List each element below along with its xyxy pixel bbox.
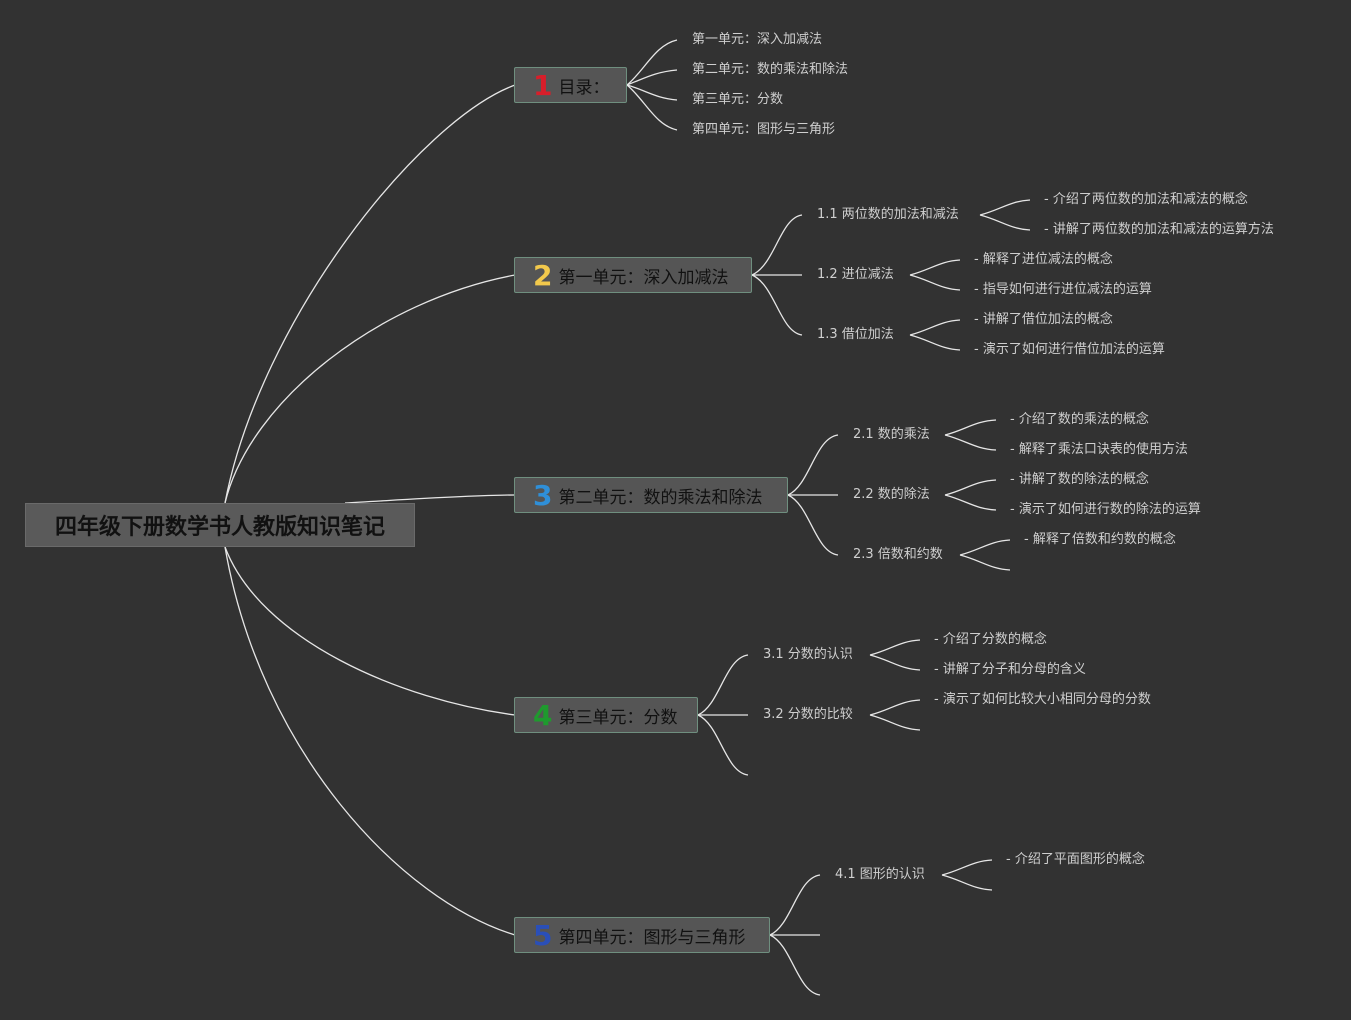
leaf-note[interactable]: - 指导如何进行进位减法的运算	[974, 282, 1152, 297]
subtopic[interactable]: 3.1 分数的认识	[763, 647, 853, 662]
root-title: 四年级下册数学书人教版知识笔记	[54, 515, 385, 540]
branch-number: 5	[533, 918, 553, 952]
branch-number: 2	[533, 258, 553, 292]
subtopic[interactable]: 2.3 倍数和约数	[853, 547, 943, 562]
branch-unit-2[interactable]: 3 第二单元：数的乘法和除法	[514, 477, 788, 513]
branch-label: 第四单元：图形与三角形	[558, 927, 746, 948]
leaf-note[interactable]: - 解释了倍数和约数的概念	[1024, 532, 1176, 547]
branch-toc[interactable]: 1 目录：	[514, 67, 627, 103]
leaf-note[interactable]: - 介绍了分数的概念	[934, 632, 1047, 647]
branch-unit-4[interactable]: 5 第四单元：图形与三角形	[514, 917, 770, 953]
branch-unit-1[interactable]: 2 第一单元：深入加减法	[514, 257, 752, 293]
branch-number: 4	[533, 698, 553, 732]
leaf-note[interactable]: - 演示了如何比较大小相同分母的分数	[934, 692, 1151, 707]
leaf-note[interactable]: - 演示了如何进行借位加法的运算	[974, 342, 1165, 357]
leaf-note[interactable]: - 讲解了两位数的加法和减法的运算方法	[1044, 222, 1274, 237]
subtopic[interactable]: 2.1 数的乘法	[853, 427, 930, 442]
leaf-note[interactable]: - 介绍了数的乘法的概念	[1010, 412, 1149, 427]
subtopic[interactable]: 3.2 分数的比较	[763, 707, 853, 722]
root-topic[interactable]: 四年级下册数学书人教版知识笔记	[25, 503, 415, 547]
leaf-note[interactable]: - 讲解了借位加法的概念	[974, 312, 1113, 327]
subtopic[interactable]: 4.1 图形的认识	[835, 867, 925, 882]
toc-item[interactable]: 第一单元：深入加减法	[692, 32, 823, 47]
leaf-note[interactable]: - 讲解了数的除法的概念	[1010, 472, 1149, 487]
leaf-note[interactable]: - 演示了如何进行数的除法的运算	[1010, 502, 1201, 517]
leaf-note[interactable]: - 讲解了分子和分母的含义	[934, 662, 1086, 677]
leaf-note[interactable]: - 解释了乘法口诀表的使用方法	[1010, 442, 1188, 457]
subtopic[interactable]: 2.2 数的除法	[853, 487, 930, 502]
toc-item[interactable]: 第三单元：分数	[692, 92, 784, 107]
branch-unit-3[interactable]: 4 第三单元：分数	[514, 697, 698, 733]
branch-number: 1	[533, 68, 553, 102]
branch-label: 第三单元：分数	[558, 707, 678, 728]
subtopic[interactable]: 1.1 两位数的加法和减法	[817, 207, 959, 222]
leaf-note[interactable]: - 介绍了平面图形的概念	[1006, 852, 1145, 867]
branch-label: 目录：	[558, 77, 610, 98]
branch-number: 3	[533, 478, 553, 512]
branch-label: 第二单元：数的乘法和除法	[558, 487, 763, 508]
subtopic[interactable]: 1.2 进位减法	[817, 267, 894, 282]
branch-label: 第一单元：深入加减法	[558, 267, 729, 288]
subtopic[interactable]: 1.3 借位加法	[817, 327, 894, 342]
leaf-note[interactable]: - 解释了进位减法的概念	[974, 252, 1113, 267]
leaf-note[interactable]: - 介绍了两位数的加法和减法的概念	[1044, 192, 1248, 207]
toc-item[interactable]: 第二单元：数的乘法和除法	[692, 62, 849, 77]
toc-item[interactable]: 第四单元：图形与三角形	[692, 122, 836, 137]
